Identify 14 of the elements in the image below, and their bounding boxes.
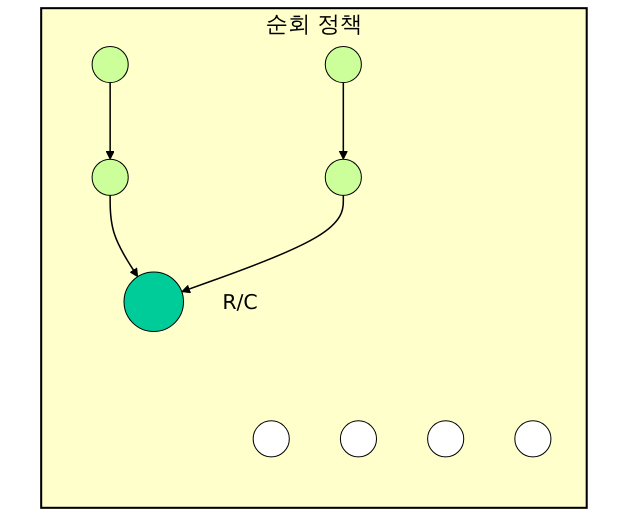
node-circle xyxy=(514,420,551,458)
node-circle xyxy=(252,420,290,458)
node-label: R/C xyxy=(222,290,258,314)
arrow xyxy=(180,195,344,294)
node-circle xyxy=(426,420,464,458)
node-circle xyxy=(324,158,362,196)
node-circle xyxy=(339,420,377,458)
arrow xyxy=(338,82,348,160)
arrow xyxy=(105,82,114,160)
node-circle xyxy=(123,272,184,332)
node-circle xyxy=(324,46,362,84)
node-circle xyxy=(91,46,128,84)
arrow xyxy=(108,195,138,278)
node-circle xyxy=(91,158,128,196)
